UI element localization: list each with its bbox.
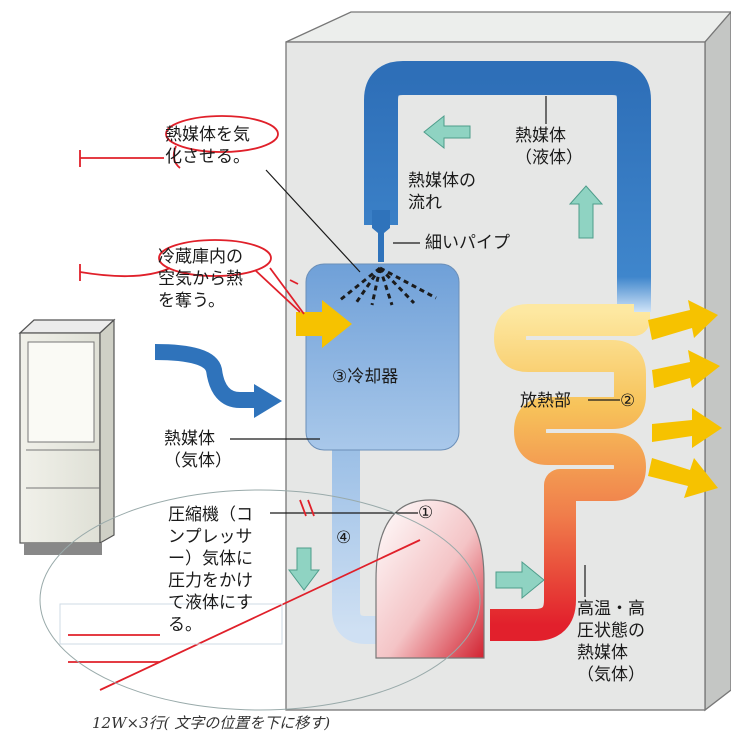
cold-air-arrow [154, 344, 282, 418]
spray-lines [339, 266, 437, 306]
refrigerant-liquid-label: 熱媒体（液体） [515, 126, 583, 168]
refrigerant-gas-left-label: 熱媒体（気体） [164, 429, 232, 471]
compressor [375, 499, 485, 659]
cooler-label: ③冷却器 [332, 367, 399, 387]
cooler [305, 263, 460, 451]
marker-2: ② [620, 391, 636, 411]
handwritten-note: 12W×3行( 文字の位置を下に移す) [92, 714, 331, 732]
marker-1: ① [418, 503, 434, 523]
take-heat-label: 冷蔵庫内の空気から熱を奪う。 [158, 247, 243, 311]
leader-lines [230, 96, 620, 597]
compressor-label: 圧縮機（コンプレッサー）気体に 圧力をかけて液体にする。 [168, 505, 254, 635]
radiator-label: 放熱部 [520, 391, 571, 411]
flow-label: 熱媒体の流れ [408, 171, 476, 213]
liquid-pipe [364, 61, 651, 312]
heat-into-cooler-arrow [296, 300, 352, 348]
red-pen-marks [68, 115, 421, 691]
thin-pipe-label: 細いパイプ [425, 233, 510, 253]
radiator-pipe [490, 304, 650, 641]
flow-arrows [288, 114, 604, 600]
hot-gas-label: 高温・高圧状態の熱媒体（気体） [577, 599, 645, 685]
gas-pipe [332, 448, 380, 644]
refrigerator-illustration [18, 318, 116, 555]
marker-4: ④ [336, 528, 352, 548]
vaporize-label: 熱媒体を気化させる。 [165, 125, 250, 167]
pencil-marks [39, 489, 481, 711]
heat-out-arrows [648, 300, 722, 498]
